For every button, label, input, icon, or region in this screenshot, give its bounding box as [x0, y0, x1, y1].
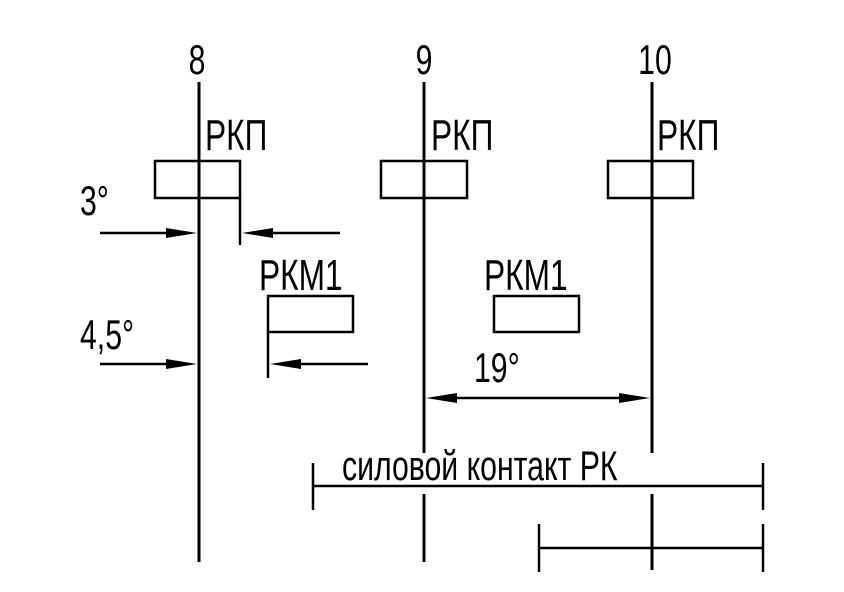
arrowhead-left-19deg [426, 393, 457, 403]
rkm-label-8: РКМ1 [259, 251, 343, 300]
arrowhead-right-3deg [166, 228, 197, 238]
arrowhead-left-4-5deg [270, 359, 301, 369]
rkm-contact-box-8 [266, 294, 355, 334]
position-label-10: 10 [638, 36, 672, 83]
rkm-contact-box-9 [492, 294, 581, 334]
rkp-contact-box-10 [606, 159, 695, 200]
rkp-contact-box-9 [379, 159, 469, 200]
rkp-label-10: РКП [657, 111, 719, 160]
rkp-label-9: РКП [431, 111, 493, 160]
power-contact-label: силовой контакт РК [342, 442, 618, 489]
arrowhead-right-19deg [619, 393, 650, 403]
angle-label-19deg: 19° [474, 344, 520, 391]
angle-label-4-5deg: 4,5° [80, 311, 134, 358]
arrowhead-right-4-5deg [166, 359, 197, 369]
rkp-label-8: РКП [205, 111, 267, 160]
rkm-label-9: РКМ1 [484, 251, 568, 300]
position-label-8: 8 [189, 36, 206, 83]
position-label-9: 9 [416, 36, 433, 83]
angle-label-3deg: 3° [80, 177, 109, 224]
rkp-contact-box-8 [153, 159, 242, 200]
arrowhead-left-3deg [242, 228, 273, 238]
